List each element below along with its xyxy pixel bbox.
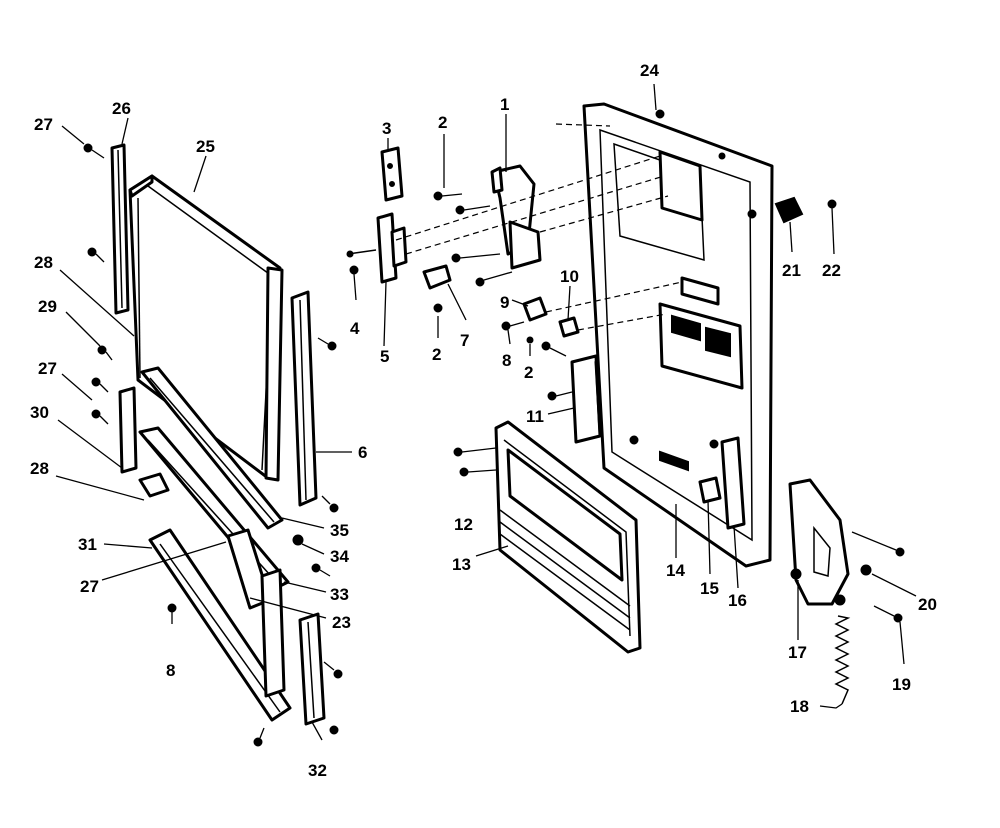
- callout-2: 2: [432, 345, 441, 364]
- callout-2: 2: [524, 363, 533, 382]
- callout-30: 30: [30, 403, 49, 422]
- part-17-hinge-link: [788, 478, 905, 623]
- callout-5: 5: [380, 347, 389, 366]
- callout-8: 8: [166, 661, 175, 680]
- callout-23: 23: [332, 613, 351, 632]
- callout-20: 20: [918, 595, 937, 614]
- callout-16: 16: [728, 591, 747, 610]
- left-assembly-screws: [83, 143, 343, 747]
- callout-22: 22: [822, 261, 841, 280]
- callout-15: 15: [700, 579, 719, 598]
- part-4-screw: [346, 249, 377, 301]
- callout-26: 26: [112, 99, 131, 118]
- callout-labels: 27 26 25 28 29 27 30 28 31 27 8 32 23 33…: [30, 61, 937, 780]
- callout-25: 25: [196, 137, 215, 156]
- callout-leaders: [55, 114, 917, 741]
- part-3-hinge-plate: [380, 146, 404, 202]
- callout-8: 8: [502, 351, 511, 370]
- callout-18: 18: [790, 697, 809, 716]
- callout-19: 19: [892, 675, 911, 694]
- part-32-lower-trim: [298, 612, 326, 726]
- callout-1: 1: [500, 95, 509, 114]
- callout-35: 35: [330, 521, 349, 540]
- part-24-screw: [653, 83, 665, 119]
- part-7-latch-bracket: [422, 264, 452, 313]
- callout-10: 10: [560, 267, 579, 286]
- callout-3: 3: [382, 119, 391, 138]
- callout-27: 27: [34, 115, 53, 134]
- part-26-side-trim: [110, 143, 130, 315]
- callout-28: 28: [34, 253, 53, 272]
- callout-27: 27: [38, 359, 57, 378]
- callout-4: 4: [350, 319, 360, 338]
- callout-21: 21: [782, 261, 801, 280]
- callout-7: 7: [460, 331, 469, 350]
- callout-17: 17: [788, 643, 807, 662]
- callout-6: 6: [358, 443, 367, 462]
- callout-9: 9: [500, 293, 509, 312]
- callout-27: 27: [80, 577, 99, 596]
- callout-29: 29: [38, 297, 57, 316]
- callout-2: 2: [438, 113, 447, 132]
- callout-31: 31: [78, 535, 97, 554]
- part-1-hinge-arm: [433, 164, 542, 287]
- part-25-door-panel: [128, 174, 284, 482]
- part-5-hinge-bracket: [376, 212, 408, 284]
- part-9-10-small-fittings: [501, 296, 580, 357]
- callout-12: 12: [454, 515, 473, 534]
- part-31-bottom-rail: [148, 528, 292, 722]
- callout-11: 11: [526, 407, 544, 426]
- part-21-knob: [774, 196, 837, 255]
- part-6-right-trim: [290, 290, 318, 507]
- callout-34: 34: [330, 547, 349, 566]
- callout-33: 33: [330, 585, 349, 604]
- callout-28: 28: [30, 459, 49, 478]
- part-13-lower-panel: [453, 420, 642, 654]
- callout-13: 13: [452, 555, 471, 574]
- callout-32: 32: [308, 761, 327, 780]
- part-18-spring: [819, 615, 851, 709]
- part-14-inner-door-frame: [582, 102, 774, 568]
- callout-14: 14: [666, 561, 685, 580]
- callout-24: 24: [640, 61, 659, 80]
